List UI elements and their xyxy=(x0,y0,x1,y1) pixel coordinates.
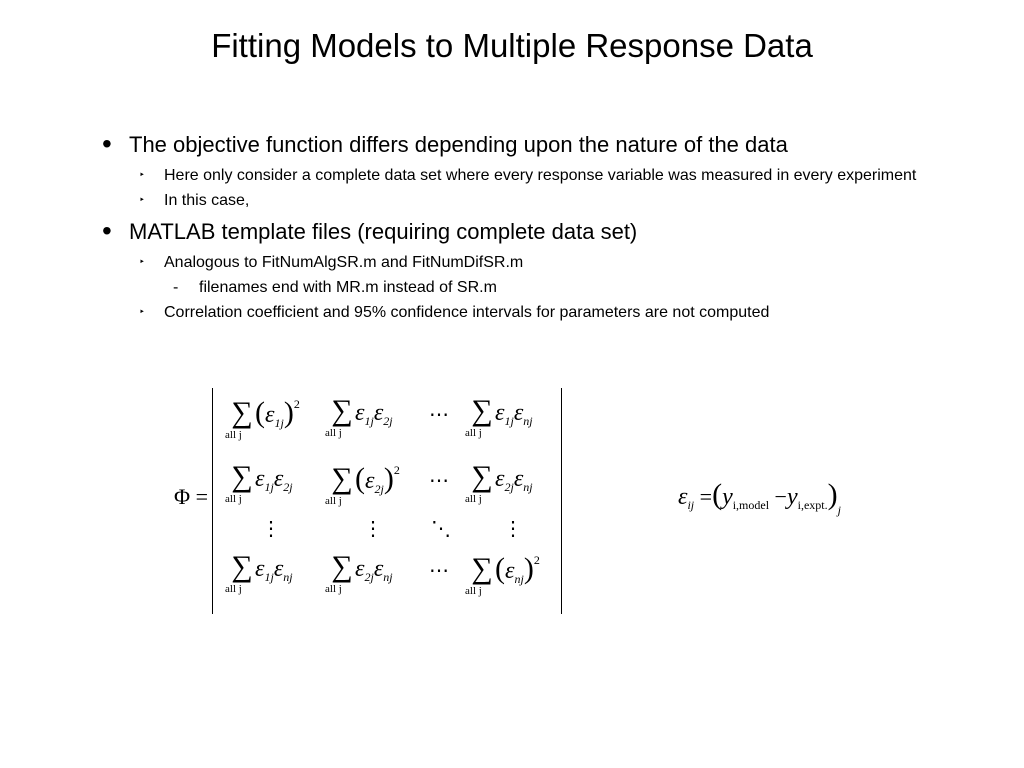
hdots: ⋯ xyxy=(429,560,449,582)
matrix-cell-1-1: ∑all j(ε1j)2 xyxy=(225,396,300,441)
vdots: ⋮ xyxy=(261,518,281,540)
matrix-cell-n-n: ∑all j(εnj)2 xyxy=(465,552,540,597)
sub-bullet-in-this-case: ‣ In this case, xyxy=(139,192,250,209)
bullet-triangle-icon: ‣ xyxy=(139,170,145,181)
hdots: ⋯ xyxy=(429,470,449,492)
bullet-dash-icon: - xyxy=(173,279,179,296)
bullet-matlab-templates: • MATLAB template files (requiring compl… xyxy=(102,215,638,246)
sub-bullet-complete-data: ‣ Here only consider a complete data set… xyxy=(139,167,917,184)
bullet-dot-icon: • xyxy=(102,215,112,246)
vdots: ⋮ xyxy=(503,518,523,540)
bullet-triangle-icon: ‣ xyxy=(139,195,145,206)
sub-bullet-analogous: ‣ Analogous to FitNumAlgSR.m and FitNumD… xyxy=(139,254,524,271)
residual-equation: εij =(yi,model −yi,expt.)j xyxy=(678,478,841,517)
bullet-triangle-icon: ‣ xyxy=(139,307,145,318)
matrix-cell-2-2: ∑all j(ε2j)2 xyxy=(325,462,400,507)
ddots: ⋱ xyxy=(431,518,451,540)
bullet-dot-icon: • xyxy=(102,128,112,159)
phi-lhs: Φ = xyxy=(174,484,208,509)
bullet-objective-function: • The objective function differs dependi… xyxy=(102,128,788,159)
sub-sub-bullet-filenames: - filenames end with MR.m instead of SR.… xyxy=(173,279,497,296)
vdots: ⋮ xyxy=(363,518,383,540)
sub-bullet-correlation: ‣ Correlation coefficient and 95% confid… xyxy=(139,304,770,321)
bullet-triangle-icon: ‣ xyxy=(139,257,145,268)
bullet-list: • The objective function differs dependi… xyxy=(102,128,932,327)
hdots: ⋯ xyxy=(429,404,449,426)
slide-title: Fitting Models to Multiple Response Data xyxy=(211,27,813,64)
